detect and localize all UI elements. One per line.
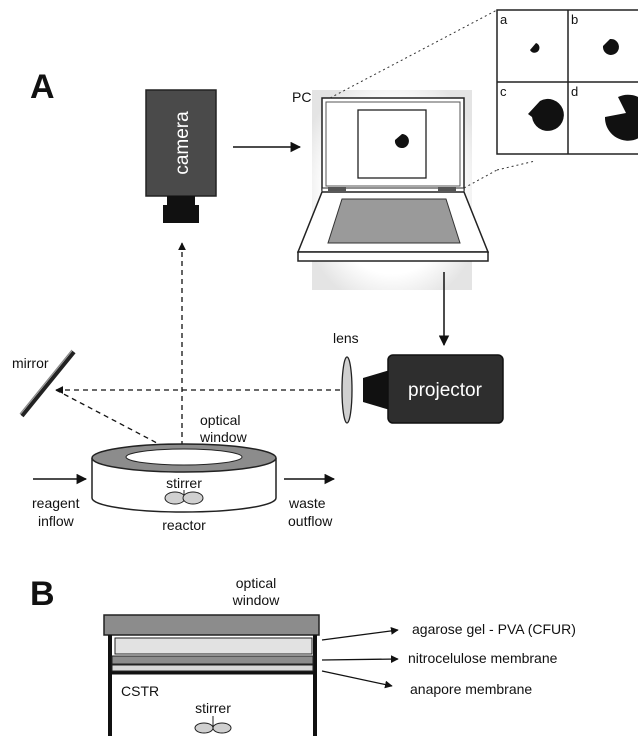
optical-window-b-line2: window xyxy=(232,592,281,608)
panel-b-label: B xyxy=(30,575,55,613)
stirrer-a-blade-right xyxy=(182,491,204,505)
thumbnail-c-label: c xyxy=(500,84,507,99)
laptop-keyboard xyxy=(327,198,461,244)
hinge-left xyxy=(328,187,346,191)
thumbnail-a-label: a xyxy=(500,12,508,27)
anapore-pointer-arrow xyxy=(321,670,393,689)
camera-lens-barrel xyxy=(163,205,199,223)
zoom-line-bottom-a xyxy=(463,169,498,189)
stirrer-b-blade-right xyxy=(212,722,232,734)
agarose-gel-layer xyxy=(114,637,313,655)
thumbnail-a-spiral xyxy=(530,43,540,53)
camera: camera xyxy=(145,89,217,223)
stirrer-a-label: stirrer xyxy=(166,475,202,491)
nitrocellulose-layer xyxy=(111,655,314,665)
reactor-wall xyxy=(91,458,277,513)
stirrer-b-label: stirrer xyxy=(195,700,231,716)
agarose-pointer-arrow xyxy=(321,627,399,641)
thumbnail-b-spiral xyxy=(602,38,619,55)
agarose-label: agarose gel - PVA (CFUR) xyxy=(412,621,576,637)
anapore-layer xyxy=(111,664,314,672)
reagent-inflow-line2: inflow xyxy=(38,513,75,529)
thumbnail-b-label: b xyxy=(571,12,578,27)
screen-spiral-pattern xyxy=(394,134,409,148)
waste-outflow-line2: outflow xyxy=(288,513,333,529)
mirror-label: mirror xyxy=(12,355,49,371)
waste-outflow-line1: waste xyxy=(288,495,326,511)
projector-nozzle xyxy=(363,370,390,410)
optical-window-a-line2: window xyxy=(199,429,248,445)
pc-laptop: PC xyxy=(292,89,490,290)
cstr-label: CSTR xyxy=(121,683,159,699)
thumbnail-d-label: d xyxy=(571,84,578,99)
hinge-right xyxy=(438,187,456,191)
cstr-cross-section: CSTR stirrer xyxy=(103,614,320,736)
zoom-line-top xyxy=(329,9,498,99)
camera-body xyxy=(145,89,217,197)
camera-label: camera xyxy=(172,111,193,175)
stirrer-b-blade-left xyxy=(194,722,214,734)
screen-image-frame xyxy=(357,109,427,179)
reactor: stirrer reactor xyxy=(91,443,277,533)
stirrer-a-blade-left xyxy=(164,491,186,505)
light-path-to-reactor xyxy=(55,389,177,454)
mirror-edge xyxy=(19,349,73,415)
zoom-line-bottom-b xyxy=(496,160,536,171)
projector: projector xyxy=(363,354,504,424)
reactor-optical-window xyxy=(125,448,243,466)
anapore-label: anapore membrane xyxy=(410,681,532,697)
reactor-label: reactor xyxy=(162,517,206,533)
nitrocellulose-label: nitrocelulose membrane xyxy=(408,650,558,666)
panel-a-label: A xyxy=(30,68,55,106)
optical-window-b xyxy=(103,614,320,636)
reagent-inflow-line1: reagent xyxy=(32,495,80,511)
thumbnail-grid: a b c d xyxy=(496,9,638,155)
laptop-front-edge xyxy=(297,251,489,262)
projector-label: projector xyxy=(408,380,483,401)
nitrocellulose-pointer-arrow xyxy=(321,655,399,663)
optical-window-b-line1: optical xyxy=(236,575,276,591)
lens-label: lens xyxy=(333,330,359,346)
lens xyxy=(341,356,353,424)
thumbnail-c-spiral xyxy=(528,98,564,131)
mirror xyxy=(20,350,76,418)
projector-body xyxy=(387,354,504,424)
optical-window-a-line1: optical xyxy=(200,412,240,428)
thumbnail-d-spiral xyxy=(604,94,638,141)
camera-mount xyxy=(167,196,195,206)
pc-label: PC xyxy=(292,89,311,105)
